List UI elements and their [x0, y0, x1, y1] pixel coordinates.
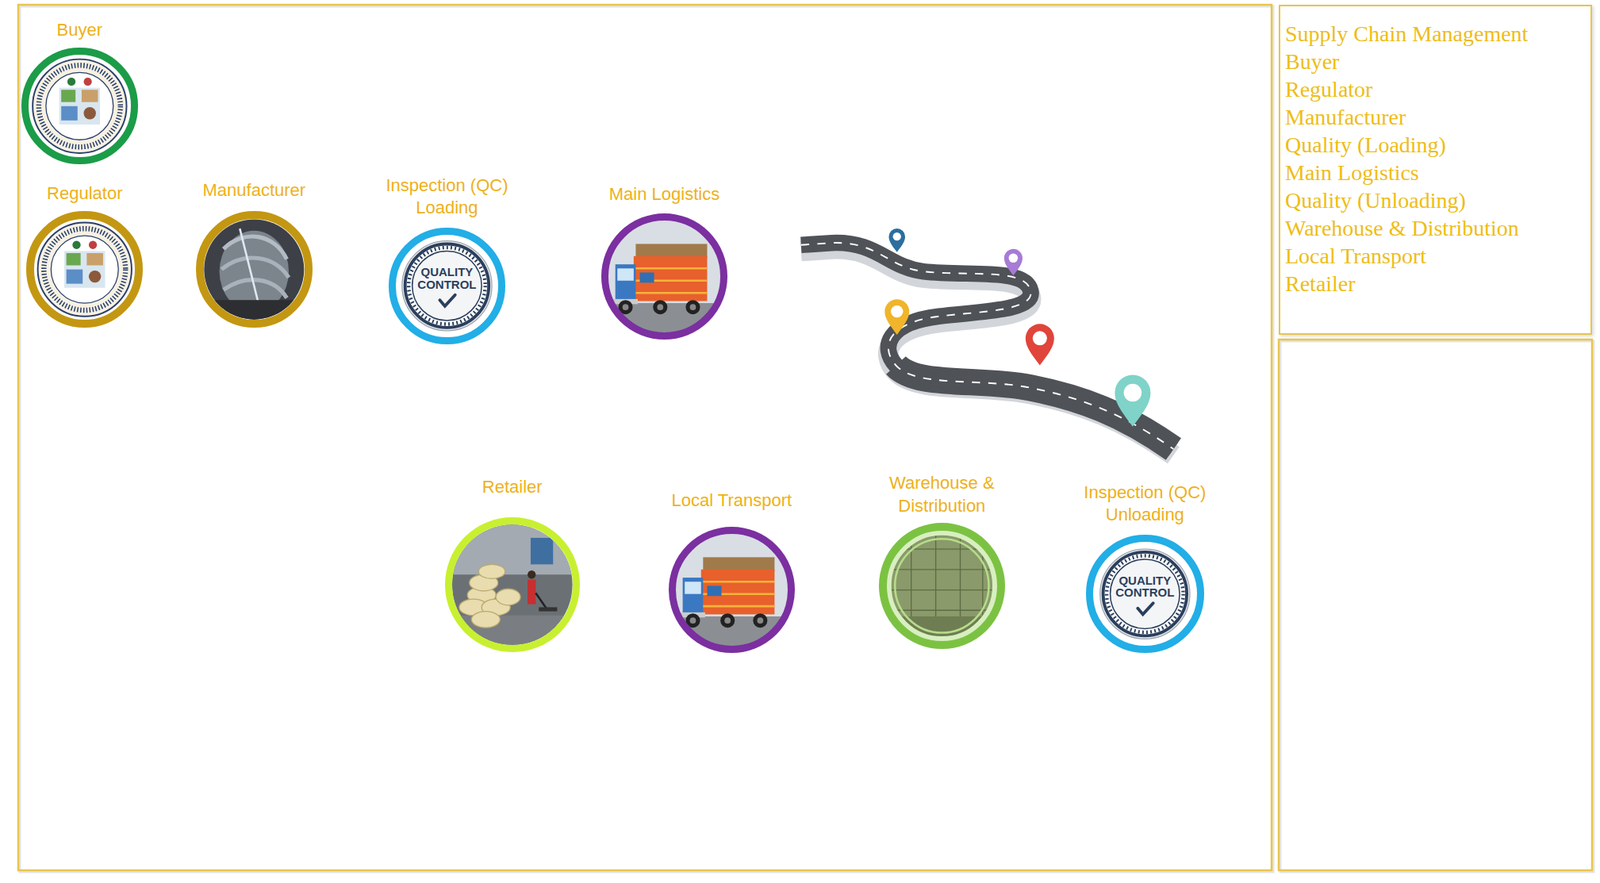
stage-circle: QUALITY CONTROL	[388, 227, 506, 345]
stage-node: Regulator	[17, 182, 153, 328]
stage-node: Manufacturer	[182, 179, 326, 328]
stage-node: Warehouse & Distribution	[878, 471, 1006, 649]
stage-node: Inspection (QC) LoadingQUALITY CONTROL	[377, 174, 517, 345]
stage-label: Inspection (QC) Unloading	[1075, 481, 1215, 527]
panel-item: Manufacturer	[1285, 103, 1586, 131]
stage-label: Local Transport	[659, 489, 803, 513]
stage-label: Warehouse & Distribution	[878, 471, 1006, 518]
badge-text: QUALITY CONTROL	[1108, 574, 1181, 600]
stage-circle	[601, 213, 729, 341]
stage-circle	[445, 517, 580, 653]
stage-node: Buyer	[11, 19, 147, 165]
panel-item: Quality (Loading)	[1285, 130, 1586, 159]
stage-label: Regulator	[17, 182, 153, 206]
panel-item: Local Transport	[1285, 241, 1586, 270]
stage-circle	[195, 211, 313, 328]
panel-item: Retailer	[1285, 269, 1586, 298]
badge-text: QUALITY CONTROL	[410, 265, 483, 292]
stage-circle	[668, 526, 796, 654]
stage-node: Main Logistics	[592, 183, 736, 340]
panel-item: Warehouse & Distribution	[1285, 214, 1586, 242]
stage-circle	[878, 522, 1006, 650]
panel-item: Buyer	[1285, 47, 1586, 76]
stage-label: Inspection (QC) Loading	[377, 174, 517, 220]
stage-label: Retailer	[445, 475, 580, 499]
panel-item: Regulator	[1285, 75, 1586, 104]
stage-circle	[21, 47, 139, 165]
stage-label: Main Logistics	[592, 183, 736, 207]
stage-label: Manufacturer	[182, 179, 326, 203]
stage-circle: QUALITY CONTROL	[1085, 534, 1205, 653]
stage-node: Retailer	[445, 475, 580, 653]
stage-node: Local Transport	[659, 489, 803, 653]
panel-title: Supply Chain Management	[1285, 19, 1586, 48]
panel-item: Main Logistics	[1285, 158, 1586, 187]
stage-label: Buyer	[11, 19, 147, 43]
panel-item: Quality (Unloading)	[1285, 186, 1586, 215]
list-panel: Supply Chain ManagementBuyerRegulatorMan…	[1278, 4, 1593, 335]
stage-node: Inspection (QC) UnloadingQUALITY CONTROL	[1075, 481, 1215, 653]
stage-circle	[26, 211, 143, 328]
